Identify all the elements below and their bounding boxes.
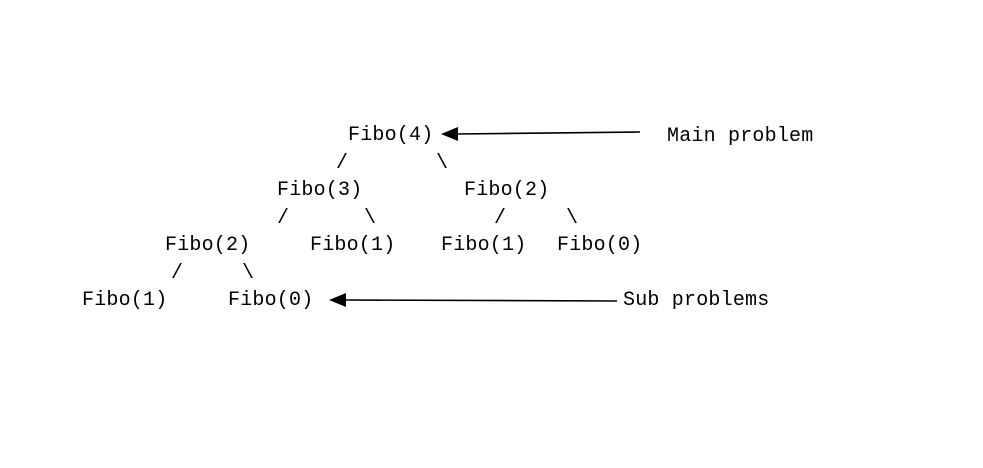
sub-problems-arrow <box>329 293 618 307</box>
node-fibo-2-left: Fibo(2) <box>165 234 251 257</box>
edge-fibo3-to-fibo1: \ <box>364 207 377 230</box>
node-fibo-1-bottom: Fibo(1) <box>82 289 168 312</box>
edge-fibo2-left-to-fibo1: / <box>171 262 184 285</box>
edge-fibo2-to-fibo0: \ <box>566 207 579 230</box>
edge-fibo4-to-fibo2: \ <box>436 152 449 175</box>
node-fibo-0-bottom: Fibo(0) <box>228 289 314 312</box>
node-fibo-4: Fibo(4) <box>348 124 434 147</box>
main-problem-label: Main problem <box>667 125 814 148</box>
edge-fibo3-to-fibo2: / <box>277 207 290 230</box>
node-fibo-2-right: Fibo(2) <box>464 179 550 202</box>
node-fibo-0-right: Fibo(0) <box>557 234 643 257</box>
main-problem-arrow <box>441 127 641 141</box>
edge-fibo2-left-to-fibo0: \ <box>242 262 255 285</box>
edge-fibo2-to-fibo1: / <box>494 207 507 230</box>
node-fibo-1-mid: Fibo(1) <box>310 234 396 257</box>
sub-problems-label: Sub problems <box>623 289 770 312</box>
node-fibo-3: Fibo(3) <box>277 179 363 202</box>
node-fibo-1-right: Fibo(1) <box>441 234 527 257</box>
edge-fibo4-to-fibo3: / <box>336 152 349 175</box>
